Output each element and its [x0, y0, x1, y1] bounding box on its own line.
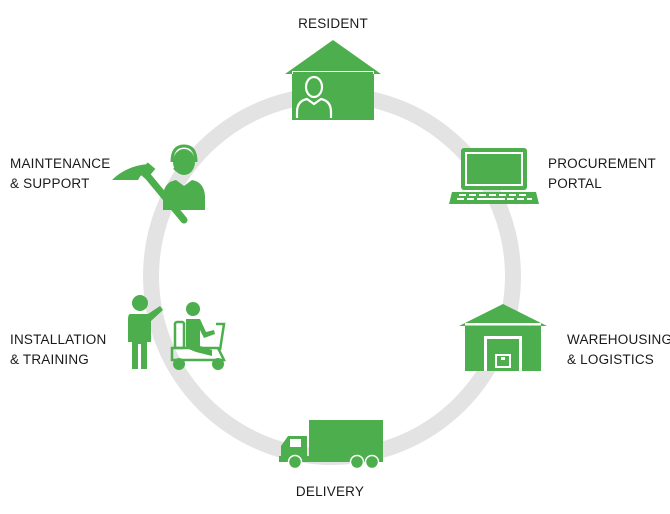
resident-label: RESIDENT — [298, 16, 368, 31]
procurement-label: PROCUREMENT PORTAL — [548, 156, 656, 191]
warehouse-icon — [459, 304, 547, 371]
mobility-scooter-icon — [128, 295, 227, 370]
installation-label: INSTALLATION & TRAINING — [10, 332, 107, 367]
hammer-headset-icon — [112, 144, 205, 224]
warehousing-label: WAREHOUSING & LOGISTICS — [567, 332, 670, 367]
truck-icon — [279, 420, 383, 470]
laptop-icon — [449, 148, 539, 204]
delivery-label: DELIVERY — [295, 484, 365, 499]
maintenance-label: MAINTENANCE & SUPPORT — [10, 156, 111, 191]
house-person-icon — [285, 40, 381, 120]
